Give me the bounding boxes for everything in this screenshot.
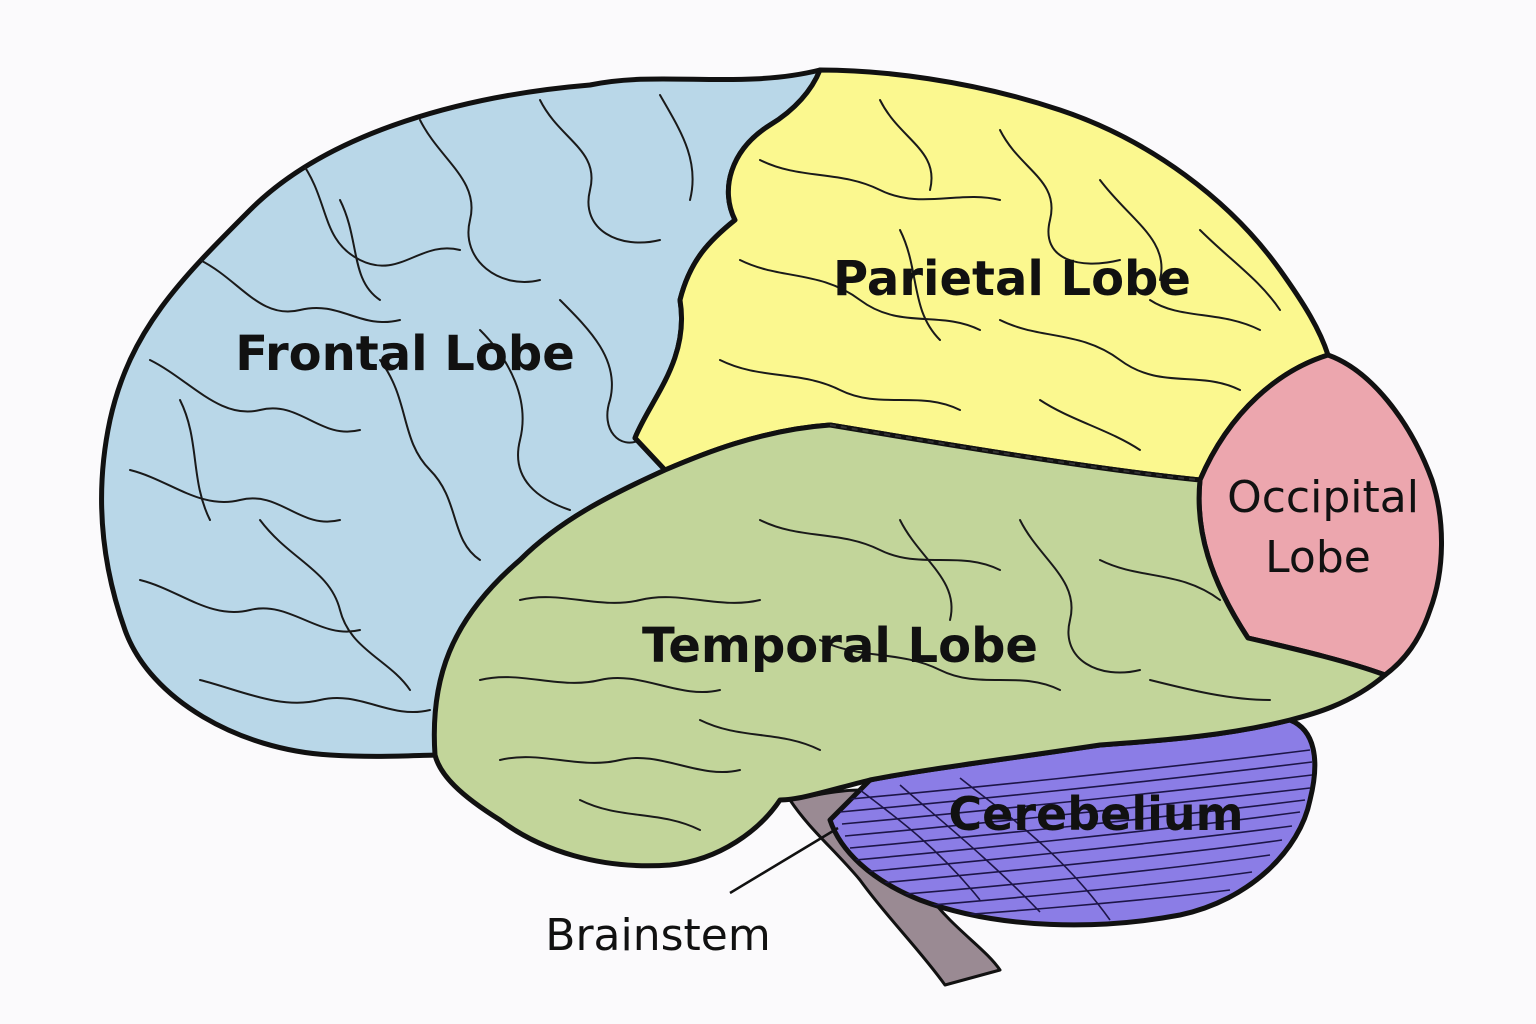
- parietal-lobe-label: Parietal Lobe: [833, 251, 1191, 307]
- parietal-temporal-boundary: [829, 424, 1201, 481]
- occipital-lobe-label-line2: Lobe: [1265, 532, 1371, 583]
- cerebellum-label: Cerebelium: [948, 787, 1243, 841]
- temporal-gyri: [479, 519, 1271, 831]
- brainstem-pointer-line: [729, 826, 839, 895]
- cerebellum-folia: [839, 749, 1313, 921]
- frontal-lobe-label: Frontal Lobe: [235, 326, 575, 382]
- parietal-gyri: [719, 99, 1281, 451]
- brainstem-label: Brainstem: [545, 910, 770, 961]
- temporal-lobe-label: Temporal Lobe: [642, 618, 1038, 674]
- occipital-lobe-label-line1: Occipital: [1227, 472, 1419, 523]
- frontal-gyri: [129, 94, 694, 714]
